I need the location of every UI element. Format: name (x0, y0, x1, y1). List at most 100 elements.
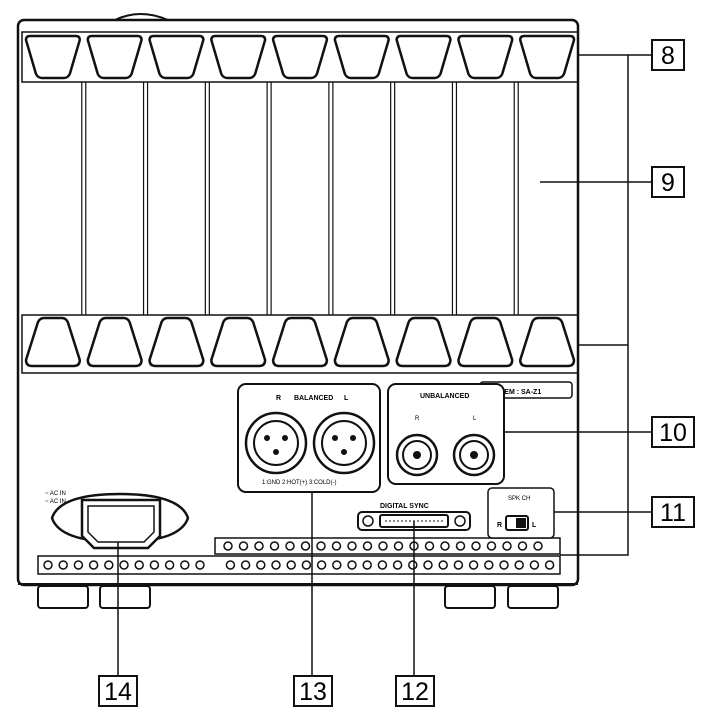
vent-hole (533, 541, 543, 551)
rca-connector-r (395, 433, 439, 477)
vent-hole (423, 560, 433, 570)
callout-13-label: 13 (299, 678, 327, 706)
vent-hole (517, 541, 528, 551)
bottom-vent-slot (457, 316, 514, 368)
spk-ch-switch: SPK CH R L (487, 487, 555, 539)
vent-hole (484, 560, 494, 570)
top-vent-slot (333, 34, 390, 80)
rca-connector-l (452, 433, 496, 477)
top-knob (114, 13, 169, 21)
vent-hole (440, 541, 450, 551)
balanced-label: BALANCED (294, 395, 333, 402)
bottom-vent-slot (518, 316, 576, 368)
vent-hole (271, 560, 281, 570)
vent-hole (286, 560, 296, 570)
callout-10-label: 10 (659, 419, 687, 447)
vent-hole (285, 541, 295, 551)
vent-hole (88, 560, 99, 570)
vent-hole (149, 560, 160, 570)
vent-hole (73, 560, 84, 570)
top-vent-slot (210, 34, 267, 80)
vent-hole (104, 560, 114, 570)
balanced-pin-label: 1:GND 2:HOT(+) 3:COLD(-) (262, 480, 337, 486)
vent-hole (300, 541, 311, 551)
callout-14: 14 (98, 675, 138, 707)
vent-hole (486, 541, 497, 551)
callout-8: 8 (651, 39, 685, 71)
vent-hole (529, 560, 540, 570)
vent-hole (424, 541, 435, 551)
vent-hole (332, 560, 342, 570)
ac-in-label-1: ~ AC IN (45, 491, 66, 497)
vent-hole (362, 560, 372, 570)
vent-hole (238, 541, 249, 551)
vent-hole (438, 560, 448, 570)
vent-hole (453, 560, 464, 570)
top-vent-slot (395, 34, 452, 80)
spk-r-label: R (497, 522, 502, 529)
top-vent-slot (148, 34, 205, 80)
vent-hole (225, 560, 236, 570)
digital-sync-label: DIGITAL SYNC (380, 503, 429, 510)
vent-hole (455, 541, 466, 551)
vent-hole (43, 560, 53, 570)
system-label: SYSTEM : SA-Z1 (486, 389, 541, 396)
bottom-vent-slot (86, 316, 143, 368)
bottom-vent-slot (148, 316, 205, 368)
balanced-r-label: R (276, 395, 281, 402)
xlr-connector-r (244, 411, 308, 475)
spk-ch-label: SPK CH (508, 496, 530, 502)
callout-12: 12 (395, 675, 435, 707)
callout-8-label: 8 (661, 42, 675, 70)
vent-hole (378, 541, 388, 551)
vent-hole (393, 541, 404, 551)
vent-hole (347, 560, 357, 570)
balanced-l-label: L (344, 395, 349, 402)
vent-hole (544, 560, 555, 570)
balanced-output-panel: R BALANCED L 1:GND 2:HOT(+) 3:COLD(-) (237, 383, 381, 493)
ventilation-holes (43, 541, 555, 570)
vent-hole (408, 560, 418, 570)
bottom-vent-row (21, 314, 579, 374)
vent-hole (471, 541, 481, 551)
unbalanced-output-panel: UNBALANCED R L (387, 383, 505, 485)
heatsink-fins (81, 82, 519, 315)
vent-hole (164, 560, 175, 570)
callout-10: 10 (651, 416, 695, 448)
bottom-vent-slot (333, 316, 390, 368)
spk-l-label: L (532, 522, 537, 529)
callout-11: 11 (651, 496, 695, 528)
vent-hole (254, 541, 264, 551)
vent-hole (119, 560, 129, 570)
top-vent-band (21, 31, 579, 83)
xlr-connector-l (312, 411, 376, 475)
vent-raised-strip (214, 537, 561, 555)
callout-14-label: 14 (104, 678, 132, 706)
ac-in-label-2: ~ AC IN (45, 499, 66, 505)
top-vent-row (21, 31, 579, 83)
vent-hole (316, 560, 327, 570)
vent-hole (316, 541, 326, 551)
vent-hole (240, 560, 251, 570)
unbalanced-l-label: L (473, 416, 477, 422)
vent-hole (301, 560, 312, 570)
callout-12-label: 12 (401, 678, 429, 706)
top-vent-slot (457, 34, 514, 80)
top-vent-slot (271, 34, 329, 80)
unbalanced-r-label: R (415, 416, 420, 422)
vent-lower-strip (37, 555, 561, 575)
callout-9-label: 9 (661, 169, 675, 197)
callout-leaders (117, 54, 652, 676)
vent-hole (269, 541, 280, 551)
callout-9: 9 (651, 166, 685, 198)
vent-hole (195, 560, 205, 570)
vent-hole (347, 541, 357, 551)
vent-hole (377, 560, 388, 570)
vent-hole (331, 541, 342, 551)
top-vent-slot (518, 34, 576, 80)
vent-hole (223, 541, 233, 551)
callout-11-label: 11 (660, 499, 686, 527)
chassis-feet (37, 585, 559, 609)
vent-hole (392, 560, 403, 570)
ac-inlet: ~ AC IN ~ AC IN (45, 491, 190, 550)
